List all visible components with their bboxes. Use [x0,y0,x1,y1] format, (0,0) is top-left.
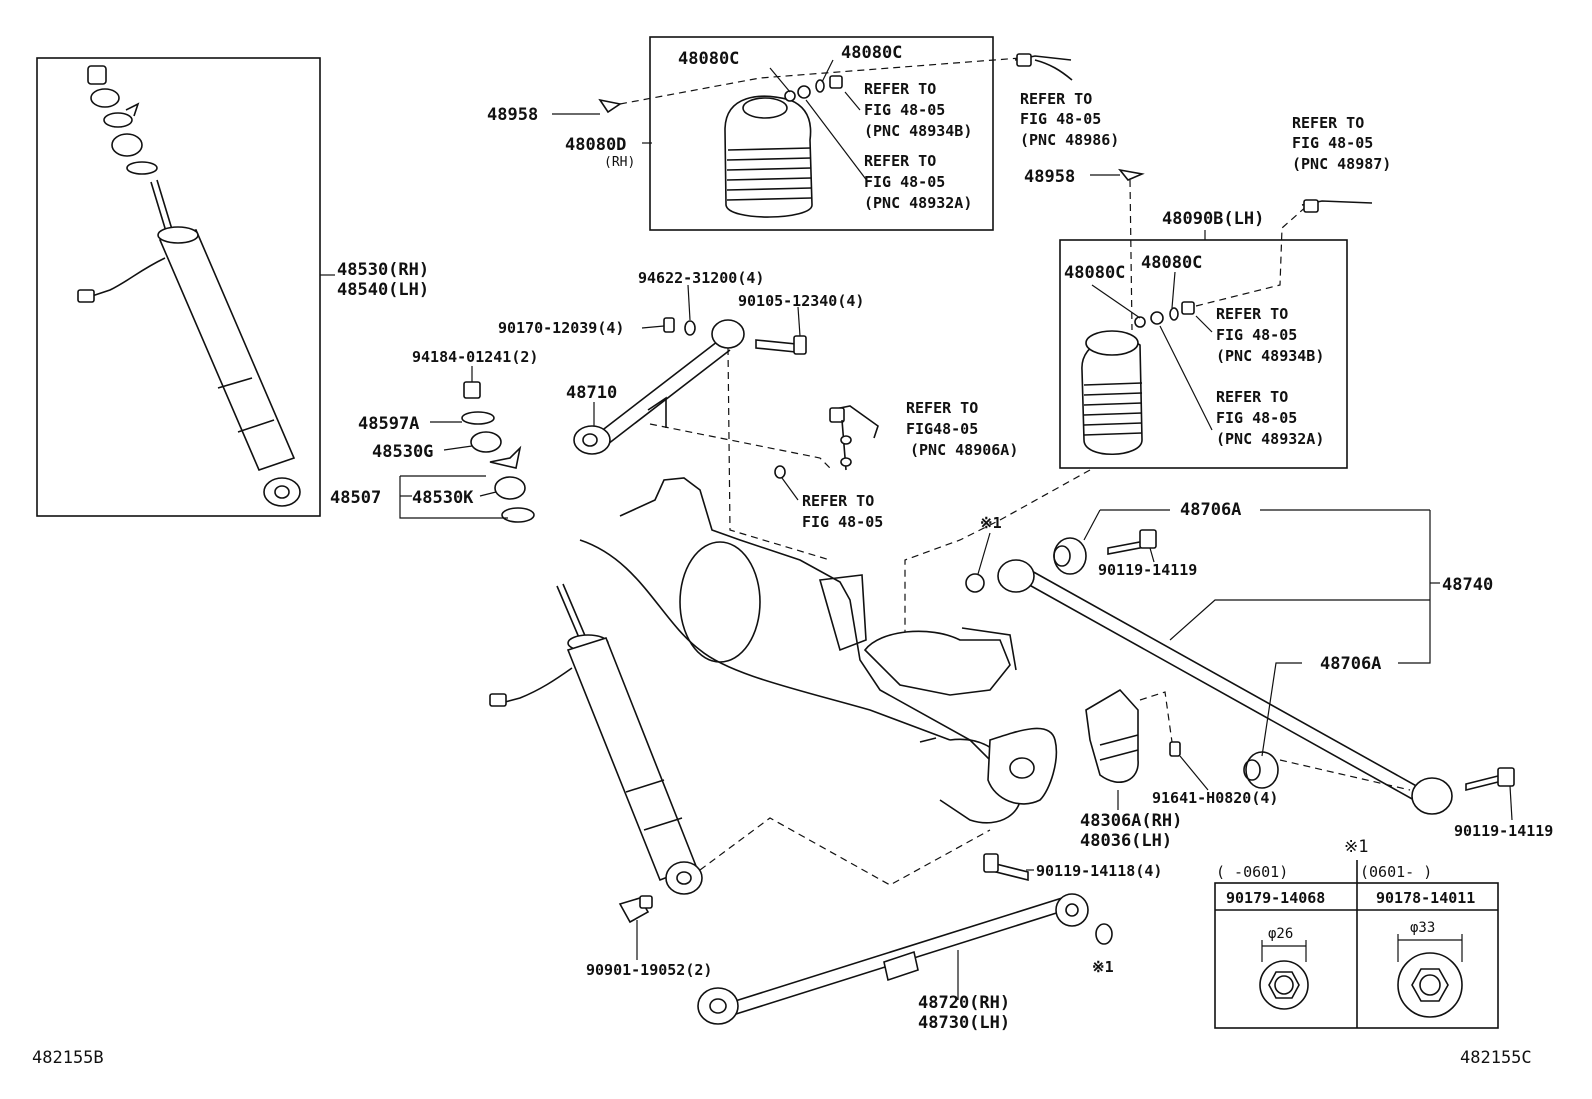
label-48597a: 48597A [358,414,419,434]
ref-4-line3: (PNC 48987) [1292,155,1391,173]
diagram-id-right: 482155C [1460,1048,1532,1068]
lh-air-spring-box [1059,239,1348,469]
nut-specification-table [1214,860,1499,1029]
mark-1-upper: ※1 [980,514,1002,532]
ref-5-line3: (PNC 48934B) [1216,347,1324,365]
lower-control-arm-48720 [697,853,1113,1025]
ref-8-line2: FIG 48-05 [802,513,883,531]
label-90119-14118: 90119-14118(4) [1036,862,1162,880]
label-48958-mid: 48958 [1024,167,1075,187]
shock-absorber-inset [77,65,301,507]
table-mark: ※1 [1344,837,1368,857]
label-48530: 48530(RH) [337,260,429,280]
ref-2-line2: FIG 48-05 [864,173,945,191]
table-col1-period: ( -0601) [1216,863,1288,881]
ref-3-line1: REFER TO [1020,90,1092,108]
label-90119-14119-right: 90119-14119 [1454,822,1553,840]
label-rh-small: (RH) [604,155,635,170]
label-48036: 48036(LH) [1080,831,1172,851]
table-col1-dim: φ26 [1268,926,1293,942]
ref-1-line2: FIG 48-05 [864,101,945,119]
diagram-id-left: 482155B [32,1048,104,1068]
label-48530k: 48530K [412,488,474,508]
label-90170: 90170-12039(4) [498,319,624,337]
ref-8-line1: REFER TO [802,492,874,510]
upper-control-arm-48710 [573,319,745,455]
lower-cushion-stack [461,381,535,523]
table-col2-part: 90178-14011 [1376,889,1475,907]
label-48080c-1: 48080C [678,49,739,69]
label-48090b: 48090B(LH) [1162,209,1264,229]
ref-4-line1: REFER TO [1292,114,1364,132]
label-48530g: 48530G [372,442,433,462]
ref-6-line1: REFER TO [1216,388,1288,406]
ref-1-line3: (PNC 48934B) [864,122,972,140]
lateral-control-rod-48740 [997,529,1515,815]
ref-3-line2: FIG 48-05 [1020,110,1101,128]
rh-air-spring [724,75,843,218]
label-48706a-upper: 48706A [1180,500,1241,520]
bump-stopper-48306a [1085,688,1181,784]
ref-1-line1: REFER TO [864,80,936,98]
ref-5-line1: REFER TO [1216,305,1288,323]
lh-air-spring [1081,301,1195,456]
label-48710: 48710 [566,383,617,403]
label-48958-top: 48958 [487,105,538,125]
label-90119-14119-left: 90119-14119 [1098,561,1197,579]
label-48080c-4: 48080C [1141,253,1202,273]
label-90105: 90105-12340(4) [738,292,864,310]
label-48730: 48730(LH) [918,1013,1010,1033]
mark-1-lower: ※1 [1092,958,1114,976]
height-sensor-link [774,405,879,501]
label-48080d: 48080D [565,135,626,155]
label-94184: 94184-01241(2) [412,348,538,366]
ref-7-line3: (PNC 48906A) [910,441,1018,459]
label-48706a-lower: 48706A [1320,654,1381,674]
ref-5-line2: FIG 48-05 [1216,326,1297,344]
table-col2-dim: φ33 [1410,920,1435,936]
ref-2-line1: REFER TO [864,152,936,170]
label-48720: 48720(RH) [918,993,1010,1013]
rear-shock-absorber [489,583,703,924]
ref-7-line1: REFER TO [906,399,978,417]
ref-3-line3: (PNC 48986) [1020,131,1119,149]
ref-4-line2: FIG 48-05 [1292,134,1373,152]
label-48540: 48540(LH) [337,280,429,300]
ref-6-line3: (PNC 48932A) [1216,430,1324,448]
label-94622: 94622-31200(4) [638,269,764,287]
table-col1-part: 90179-14068 [1226,889,1325,907]
label-48080c-2: 48080C [841,43,902,63]
shock-absorber-inset-box [36,57,321,517]
ref-7-line2: FIG48-05 [906,420,978,438]
label-48740: 48740 [1442,575,1493,595]
table-col2-period: (0601- ) [1360,863,1432,881]
ref-6-line2: FIG 48-05 [1216,409,1297,427]
ref-2-line3: (PNC 48932A) [864,194,972,212]
rear-axle-housing [579,477,1058,824]
label-48080c-3: 48080C [1064,263,1125,283]
label-48306a: 48306A(RH) [1080,811,1182,831]
rh-air-spring-box [649,36,994,231]
label-91641: 91641-H0820(4) [1152,789,1278,807]
label-48507: 48507 [330,488,381,508]
label-90901: 90901-19052(2) [586,961,712,979]
